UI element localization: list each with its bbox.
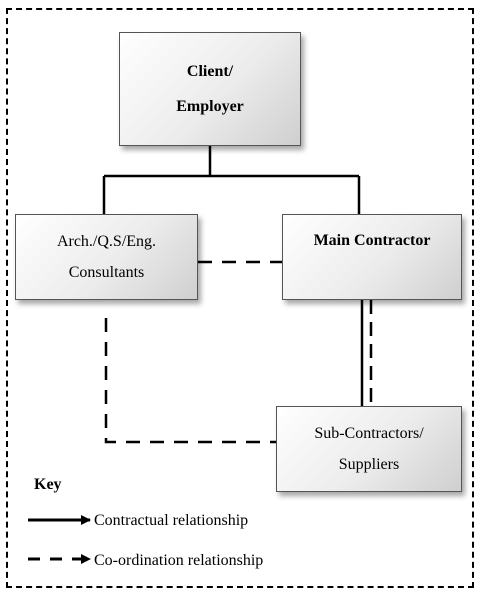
diagram-frame xyxy=(6,8,474,588)
main-contractor-label: Main Contractor xyxy=(313,232,431,249)
subcontractors-box: Sub-Contractors/ Suppliers xyxy=(276,406,462,492)
contractual-link-client xyxy=(102,146,361,214)
main-contractor-box: Main Contractor xyxy=(282,214,462,300)
client-label-line1: Client/ xyxy=(186,62,234,80)
subcontractors-label-line1: Sub-Contractors/ xyxy=(314,424,424,442)
consultants-box: Arch./Q.S/Eng. Consultants xyxy=(15,214,198,300)
coordination-link-consultants-subs xyxy=(104,318,276,444)
key-title: Key xyxy=(34,476,62,493)
client-employer-box: Client/ Employer xyxy=(119,32,301,146)
client-label-line2: Employer xyxy=(176,98,244,115)
key-coordination-label: Co-ordination relationship xyxy=(94,552,264,569)
consultants-label-line2: Consultants xyxy=(68,264,145,281)
subcontractors-label-line2: Suppliers xyxy=(338,456,400,473)
key-contractual-label: Contractual relationship xyxy=(94,512,249,529)
consultants-label-line1: Arch./Q.S/Eng. xyxy=(56,232,157,250)
